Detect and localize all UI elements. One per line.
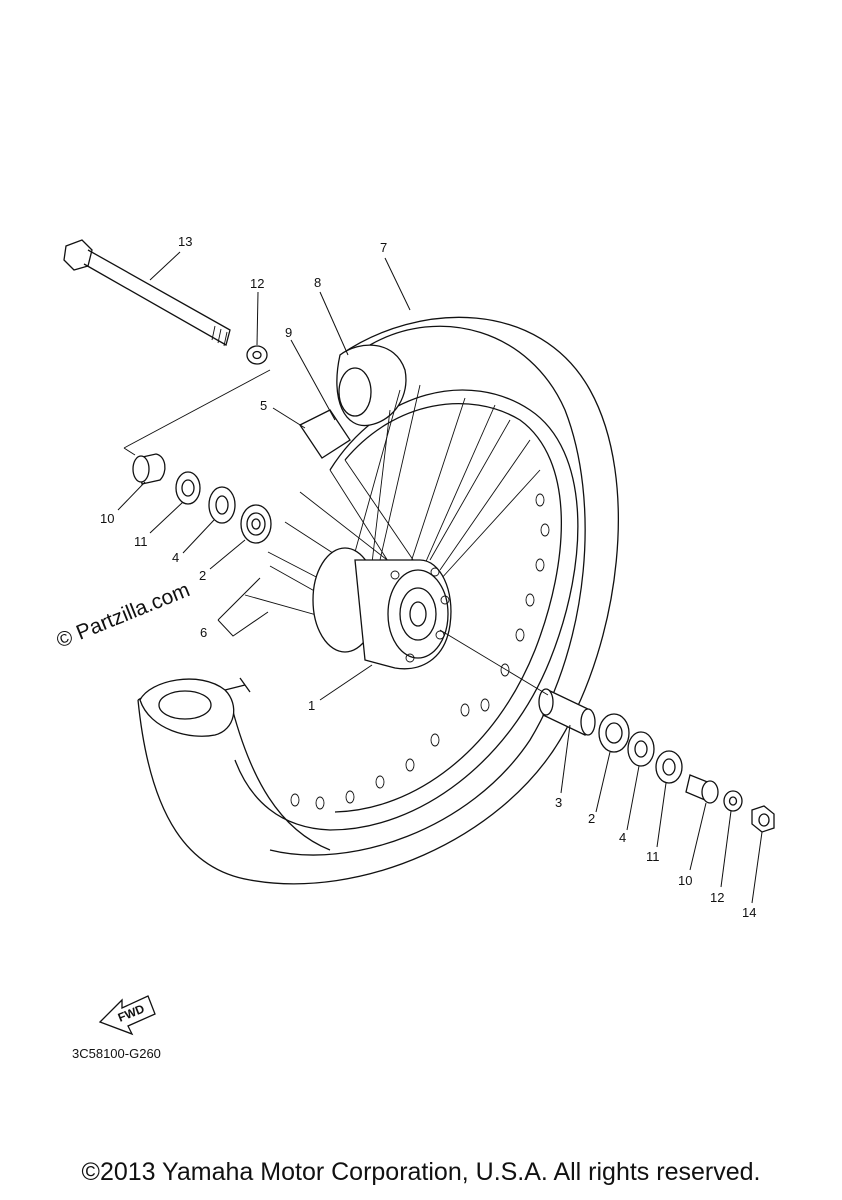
tube <box>139 344 407 737</box>
callout-3: 3 <box>555 795 562 810</box>
callout-2-left: 2 <box>199 568 206 583</box>
callout-labels: 13 12 7 8 9 5 10 11 4 2 6 1 3 2 4 11 10 … <box>100 234 756 920</box>
callout-11-left: 11 <box>134 534 148 549</box>
leader-lines <box>117 251 763 904</box>
axle <box>63 239 231 347</box>
callout-5: 5 <box>260 398 267 413</box>
callout-4-right: 4 <box>619 830 626 845</box>
callout-10-left: 10 <box>100 511 114 526</box>
callout-13: 13 <box>178 234 192 249</box>
callout-12-left: 12 <box>250 276 264 291</box>
callout-10-right: 10 <box>678 873 692 888</box>
fwd-arrow: FWD <box>98 995 156 1036</box>
callout-11-right: 11 <box>646 849 660 864</box>
callout-8: 8 <box>314 275 321 290</box>
right-parts <box>538 688 775 833</box>
copyright-notice: ©2013 Yamaha Motor Corporation, U.S.A. A… <box>81 1158 761 1186</box>
callout-4-left: 4 <box>172 550 179 565</box>
watermark: © Partzilla.com <box>53 578 193 652</box>
left-parts <box>132 345 272 544</box>
callout-7: 7 <box>380 240 387 255</box>
callout-2-right: 2 <box>588 811 595 826</box>
callout-1: 1 <box>308 698 315 713</box>
rim-holes <box>290 493 550 810</box>
part-code: 3C58100-G260 <box>72 1046 161 1061</box>
callout-6: 6 <box>200 625 207 640</box>
rim <box>234 389 579 831</box>
callout-14: 14 <box>742 905 756 920</box>
callout-9: 9 <box>285 325 292 340</box>
hub <box>312 547 452 670</box>
callout-12-right: 12 <box>710 890 724 905</box>
axis-lines <box>123 369 549 696</box>
